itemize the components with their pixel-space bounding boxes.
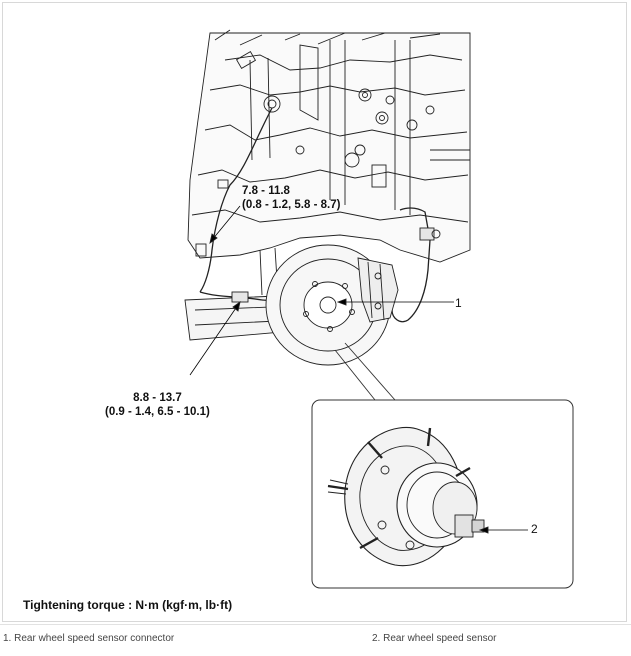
torque-lower-pointer: [189, 304, 239, 376]
wheel-speed-sensor: [454, 514, 485, 538]
sensor-connector: [231, 291, 249, 303]
detail-line-b: [334, 349, 376, 401]
harness-grommet: [263, 95, 281, 113]
torque-spec-upper: 7.8 - 11.8 (0.8 - 1.2, 5.8 - 8.7): [242, 184, 340, 212]
detail-line-a: [344, 342, 396, 401]
callout-1-arrow-icon: [336, 298, 347, 306]
torque-lower-arrow-icon: [232, 300, 241, 312]
parts-legend: 1. Rear wheel speed sensor connector 2. …: [0, 624, 631, 649]
harness-clip-upper: [217, 179, 229, 189]
part-1-label: 1. Rear wheel speed sensor connector: [3, 633, 175, 644]
harness-grommet-inner: [267, 99, 277, 109]
brake-caliper: [357, 257, 399, 323]
brake-hose-clip: [419, 227, 435, 241]
torque-upper-arrow-icon: [209, 233, 218, 245]
torque-upper-pointer: [211, 205, 241, 241]
clip-bolt: [431, 229, 441, 239]
callout-1-label: 1: [455, 296, 462, 310]
torque-lower-value: 8.8 - 13.7: [133, 392, 182, 404]
torque-legend-title: Tightening torque : N·m (kgf·m, lb·ft): [23, 598, 233, 612]
callout-2-arrow-icon: [478, 526, 489, 534]
harness-clip-mid: [195, 243, 207, 257]
callout-2-label: 2: [531, 522, 538, 536]
torque-upper-units: (0.8 - 1.2, 5.8 - 8.7): [242, 199, 341, 211]
chassis-body: [187, 29, 471, 263]
part-2-label: 2. Rear wheel speed sensor: [372, 633, 497, 644]
torque-lower-units: (0.9 - 1.4, 6.5 - 10.1): [105, 406, 210, 418]
torque-upper-value: 7.8 - 11.8: [242, 185, 290, 197]
torque-spec-lower: 8.8 - 13.7 (0.9 - 1.4, 6.5 - 10.1): [105, 391, 210, 419]
